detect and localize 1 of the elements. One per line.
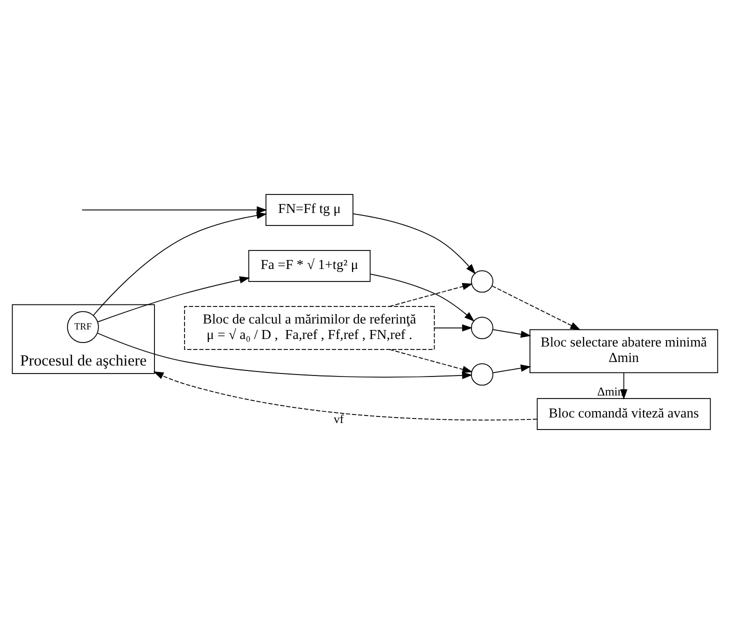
edge-label: vf <box>334 412 344 426</box>
